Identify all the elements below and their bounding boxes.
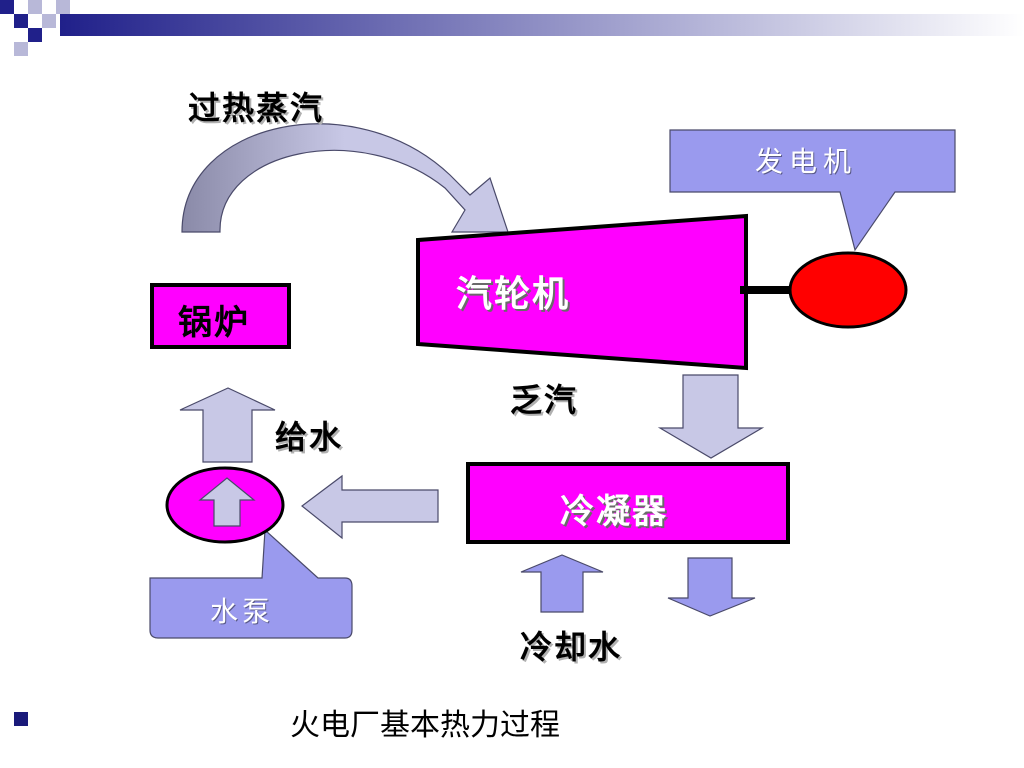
cooling-water-out-arrow bbox=[667, 557, 756, 617]
boiler-label: 锅炉 bbox=[178, 303, 250, 343]
turbine-shaft bbox=[740, 286, 792, 294]
feed-water-label: 给水 bbox=[275, 418, 344, 456]
superheated-steam-arrow bbox=[181, 123, 509, 233]
turbine-shape bbox=[416, 213, 748, 371]
generator-ellipse bbox=[788, 251, 908, 329]
exhaust-steam-arrow bbox=[657, 374, 765, 459]
pump-up-arrow-icon bbox=[198, 477, 256, 527]
turbine-label: 汽轮机 bbox=[456, 274, 571, 315]
condenser-label: 冷凝器 bbox=[560, 492, 668, 532]
pump-label: 水泵 bbox=[210, 595, 275, 628]
cooling-water-label: 冷却水 bbox=[520, 628, 623, 666]
generator-label: 发电机 bbox=[755, 145, 858, 178]
pump-callout bbox=[149, 528, 353, 639]
exhaust-steam-label: 乏汽 bbox=[510, 381, 579, 419]
boiler-box bbox=[150, 283, 291, 349]
title-decoration bbox=[0, 0, 1024, 56]
cooling-water-in-arrow bbox=[520, 554, 604, 613]
condensate-return-arrow bbox=[301, 474, 439, 540]
feed-water-arrow bbox=[179, 387, 276, 463]
generator-callout bbox=[669, 129, 956, 252]
bullet-marker bbox=[14, 712, 28, 726]
caption-text: 火电厂基本热力过程 bbox=[290, 708, 560, 743]
superheated-steam-label: 过热蒸汽 bbox=[188, 89, 325, 127]
condenser-box bbox=[466, 462, 790, 544]
